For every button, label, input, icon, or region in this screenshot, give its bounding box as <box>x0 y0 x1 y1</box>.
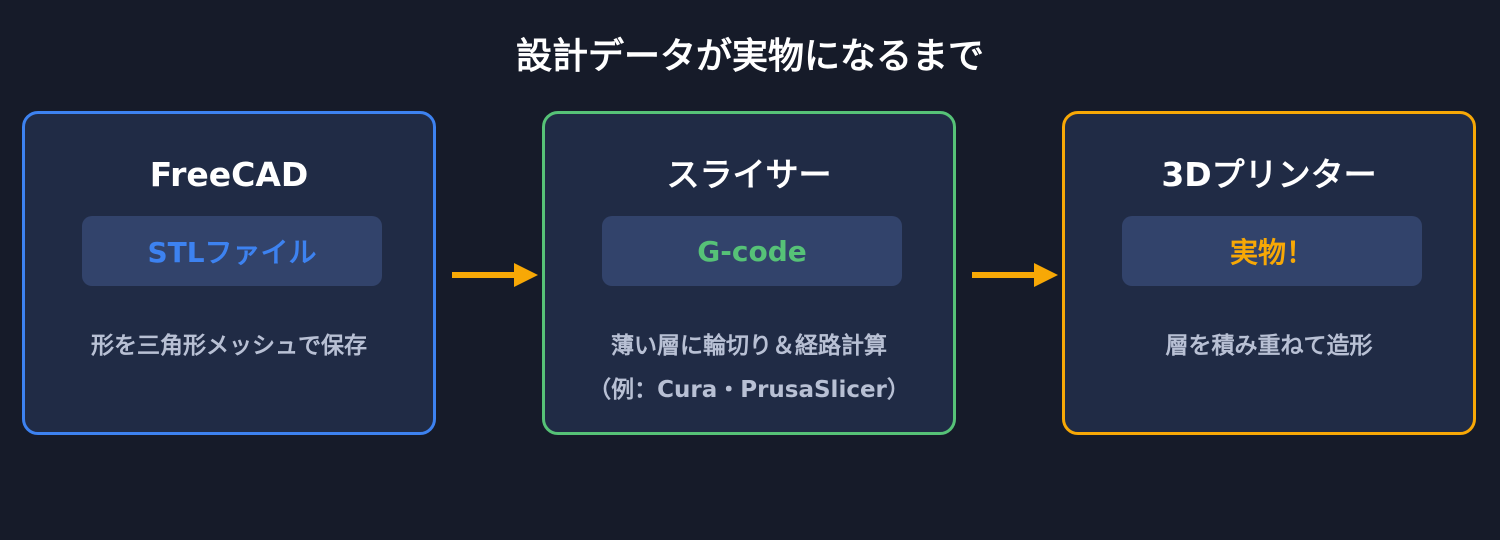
description-line: 薄い層に輪切り＆経路計算 <box>611 333 887 359</box>
stage-name: 3Dプリンター <box>1161 155 1377 194</box>
output-label: 実物！ <box>1229 236 1314 269</box>
description-line: 層を積み重ねて造形 <box>1165 333 1373 359</box>
stage-name: FreeCAD <box>149 155 309 194</box>
output-box: G-code <box>602 216 902 286</box>
stage-description: 層を積み重ねて造形 <box>1065 324 1473 368</box>
output-box: 実物！ <box>1122 216 1422 286</box>
flow-arrow-right-icon <box>972 263 1058 287</box>
description-line: 形を三角形メッシュで保存 <box>91 333 367 359</box>
output-label: STLファイル <box>147 236 317 269</box>
stage-3d-printer: 3Dプリンター 実物！ 層を積み重ねて造形 <box>1062 111 1476 435</box>
stage-freecad: FreeCAD STLファイル 形を三角形メッシュで保存 <box>22 111 436 435</box>
output-label: G-code <box>697 234 807 268</box>
diagram-title: 設計データが実物になるまで <box>515 36 984 77</box>
output-box: STLファイル <box>82 216 382 286</box>
stage-description: 形を三角形メッシュで保存 <box>25 324 433 368</box>
stage-description: 薄い層に輪切り＆経路計算 （例：Cura・PrusaSlicer） <box>545 324 953 412</box>
flow-arrow-right-icon <box>452 263 538 287</box>
stage-name: スライサー <box>666 155 832 194</box>
stage-slicer: スライサー G-code 薄い層に輪切り＆経路計算 （例：Cura・PrusaS… <box>542 111 956 435</box>
description-line: （例：Cura・PrusaSlicer） <box>588 377 910 403</box>
